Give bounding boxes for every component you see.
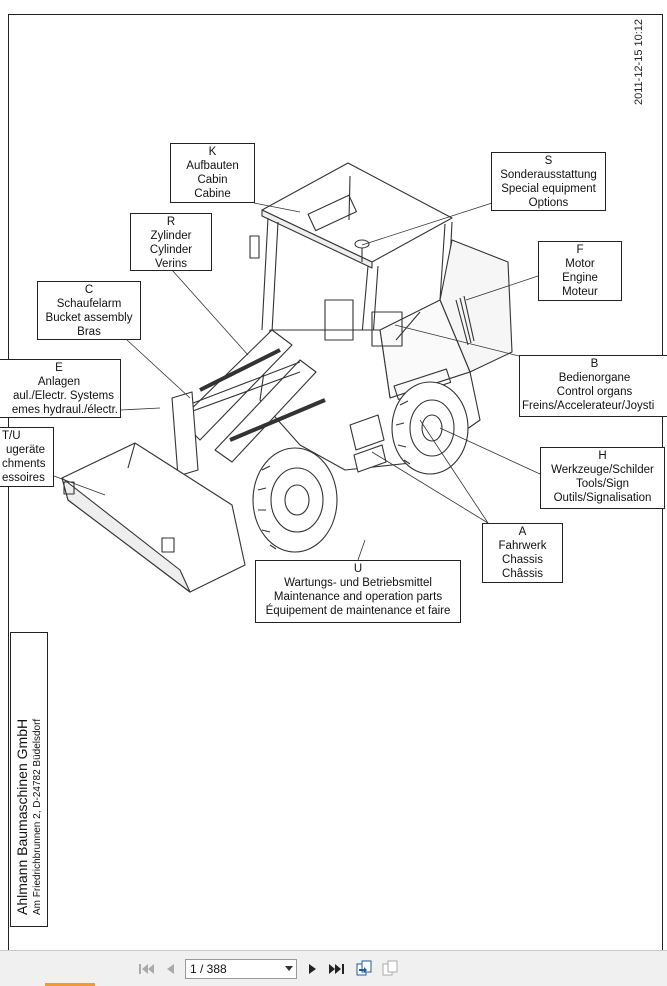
label-code: B: [590, 358, 599, 370]
label-de: Sonderausstattung: [500, 169, 597, 181]
label-e-systems: E Anlagen aul./Electr. Systems emes hydr…: [0, 359, 121, 418]
label-de: ugeräte: [6, 444, 46, 456]
pdf-page-viewport: 2011-12-15 10:12: [0, 14, 667, 950]
label-fr: Freins/Accelerateur/Joysti: [522, 400, 655, 412]
single-page-view-icon[interactable]: [354, 959, 374, 979]
label-c-bucket-assembly: C Schaufelarm Bucket assembly Bras: [37, 281, 141, 340]
page-number-selector[interactable]: 1 / 388: [185, 959, 297, 979]
last-page-icon[interactable]: [327, 959, 347, 979]
previous-page-icon[interactable]: [160, 959, 180, 979]
label-fr: Outils/Signalisation: [553, 492, 652, 504]
label-code: U: [353, 563, 363, 575]
label-en: Maintenance and operation parts: [273, 591, 443, 603]
label-fr: Cabine: [194, 188, 231, 200]
label-fr: emes hydraul./électr.: [11, 404, 118, 416]
label-r-cylinder: R Zylinder Cylinder Verins: [130, 213, 212, 271]
label-code: T/U: [2, 430, 21, 442]
label-de: Wartungs- und Betriebsmittel: [284, 577, 432, 589]
pdf-navigation-toolbar: 1 / 388: [0, 950, 667, 986]
label-code: E: [55, 362, 63, 374]
label-fr: Verins: [155, 258, 187, 270]
first-page-icon[interactable]: [136, 959, 156, 979]
wheel-loader-drawing: [53, 162, 541, 593]
label-en: Tools/Sign: [575, 478, 630, 490]
label-code: S: [544, 155, 553, 167]
label-en: Bucket assembly: [45, 312, 133, 324]
chevron-down-icon: [285, 966, 293, 971]
label-code: F: [576, 244, 584, 256]
label-code: A: [518, 526, 527, 538]
label-en: Chassis: [502, 554, 543, 566]
label-de: Fahrwerk: [498, 540, 547, 552]
label-s-special-equipment: S Sonderausstattung Special equipment Op…: [491, 152, 606, 211]
label-en: chments: [2, 458, 46, 470]
label-de: Werkzeuge/Schilder: [551, 464, 654, 476]
label-h-tools: H Werkzeuge/Schilder Tools/Sign Outils/S…: [540, 447, 665, 509]
label-en: Control organs: [556, 386, 633, 398]
label-fr: Options: [528, 197, 569, 209]
label-fr: Moteur: [562, 286, 598, 298]
title-block: [10, 632, 48, 927]
label-en: Special equipment: [501, 183, 596, 195]
label-code: K: [208, 146, 217, 158]
continuous-view-icon[interactable]: [380, 959, 400, 979]
label-code: C: [84, 284, 94, 296]
label-f-engine: F Motor Engine Moteur: [538, 241, 622, 301]
label-en: Cylinder: [149, 244, 193, 256]
label-de: Anlagen: [37, 376, 81, 388]
label-fr: Équipement de maintenance et faire: [265, 605, 451, 617]
label-tu-attachments: T/U ugeräte chments essoires: [0, 427, 54, 487]
label-code: H: [598, 450, 607, 462]
label-de: Zylinder: [150, 230, 192, 242]
label-fr: essoires: [2, 472, 45, 484]
label-en: aul./Electr. Systems: [13, 390, 114, 402]
next-page-icon[interactable]: [303, 959, 323, 979]
label-de: Schaufelarm: [56, 298, 122, 310]
page-number-text: 1 / 388: [190, 962, 227, 976]
label-en: Cabin: [197, 174, 228, 186]
label-fr: Châssis: [502, 568, 543, 580]
label-k-cabin: K Aufbauten Cabin Cabine: [170, 143, 255, 203]
label-en: Engine: [562, 272, 598, 284]
company-name: Ahlmann Baumaschinen GmbH: [14, 718, 30, 915]
company-address: Am Friedrichbrunnen 2, D-24782 Büdelsdor…: [32, 718, 43, 915]
label-code: R: [166, 216, 176, 228]
label-de: Aufbauten: [186, 160, 239, 172]
label-de: Motor: [565, 258, 595, 270]
label-de: Bedienorgane: [558, 372, 631, 384]
label-fr: Bras: [77, 326, 101, 338]
label-u-maintenance: U Wartungs- und Betriebsmittel Maintenan…: [255, 560, 461, 623]
taskbar-accent: [45, 983, 95, 986]
label-a-chassis: A Fahrwerk Chassis Châssis: [482, 523, 563, 583]
label-b-control-organs: B Bedienorgane Control organs Freins/Acc…: [519, 355, 667, 417]
